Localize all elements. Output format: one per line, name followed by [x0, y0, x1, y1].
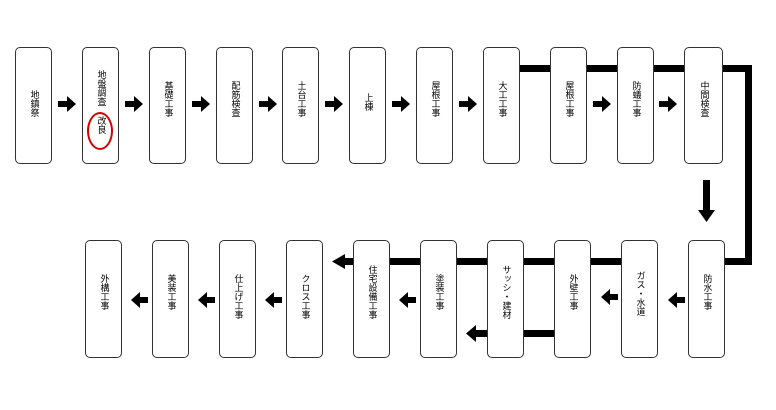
connector-bar — [520, 330, 554, 337]
arrow-right — [459, 96, 477, 112]
step-label: ガス・水道 — [634, 271, 645, 316]
arrow-left — [668, 292, 685, 308]
arrow-left — [131, 292, 148, 308]
arrow-right — [58, 96, 76, 112]
step-box: 防蟻工事 — [617, 47, 654, 164]
step-label: 屋根工事 — [429, 81, 440, 117]
step-label: 住宅設備工事 — [366, 265, 377, 319]
step-label: 上棟 — [362, 93, 373, 111]
step-box: 土台工事 — [282, 47, 319, 164]
arrow-right — [593, 96, 611, 112]
step-label: 防蟻工事 — [630, 81, 641, 117]
step-box: 配筋検査 — [216, 47, 253, 164]
arrow-left — [399, 292, 416, 308]
step-box: 地鎮祭 — [15, 47, 52, 164]
arrow-right — [125, 96, 143, 112]
arrow-left — [198, 292, 215, 308]
step-label: 仕上げ工事 — [232, 274, 243, 319]
step-box: 塗装工事 — [420, 240, 457, 358]
step-box: 外壁工事 — [554, 240, 591, 358]
step-box: 中間検査 — [684, 47, 723, 164]
step-box: 屋根工事 — [416, 47, 453, 164]
step-label: 美装工事 — [165, 274, 176, 310]
arrow-right — [259, 96, 277, 112]
step-box: 美装工事 — [152, 240, 189, 358]
step-label: 塗装工事 — [433, 274, 444, 310]
step-box: 上棟 — [349, 47, 386, 164]
step-box: サッシ・建材 — [487, 240, 524, 358]
step-box: 地盤調査 改良 — [82, 47, 119, 164]
highlight-circle — [87, 112, 113, 150]
step-box: クロス工事 — [286, 240, 323, 358]
arrow-left — [466, 325, 487, 342]
step-box: 仕上げ工事 — [219, 240, 256, 358]
arrow-right — [659, 96, 677, 112]
arrow-down — [698, 180, 715, 222]
step-label: 基礎工事 — [162, 81, 173, 117]
step-box: 屋根工事 — [550, 47, 587, 164]
step-label: 中間検査 — [698, 81, 709, 117]
arrow-right — [325, 96, 343, 112]
step-label: 外壁工事 — [567, 274, 578, 310]
step-label: 大工工事 — [496, 81, 507, 117]
step-label: 屋根工事 — [563, 81, 574, 117]
step-label: 地鎮祭 — [28, 90, 39, 117]
connector-bar — [518, 65, 553, 72]
connector-bar — [520, 258, 558, 265]
arrow-right — [392, 96, 410, 112]
step-label: 地盤調査 — [95, 70, 106, 106]
arrow-right — [192, 96, 210, 112]
connector-bar — [585, 65, 620, 72]
step-label: 外構工事 — [98, 274, 109, 310]
connector-bar — [588, 258, 623, 265]
step-label: 防水工事 — [701, 274, 712, 310]
connector-bar — [722, 258, 752, 265]
step-box: ガス・水道 — [621, 240, 658, 358]
step-box: 大工工事 — [483, 47, 520, 164]
step-box: 住宅設備工事 — [353, 240, 390, 358]
step-box: 防水工事 — [688, 240, 725, 358]
step-label: 配筋検査 — [229, 81, 240, 117]
arrow-left — [601, 289, 618, 305]
step-label: 土台工事 — [295, 81, 306, 117]
step-box: 外構工事 — [85, 240, 122, 358]
step-label: サッシ・建材 — [500, 265, 511, 319]
arrow-left — [265, 292, 282, 308]
connector-bar — [745, 65, 752, 265]
step-label: クロス工事 — [299, 274, 310, 319]
step-box: 基礎工事 — [149, 47, 186, 164]
